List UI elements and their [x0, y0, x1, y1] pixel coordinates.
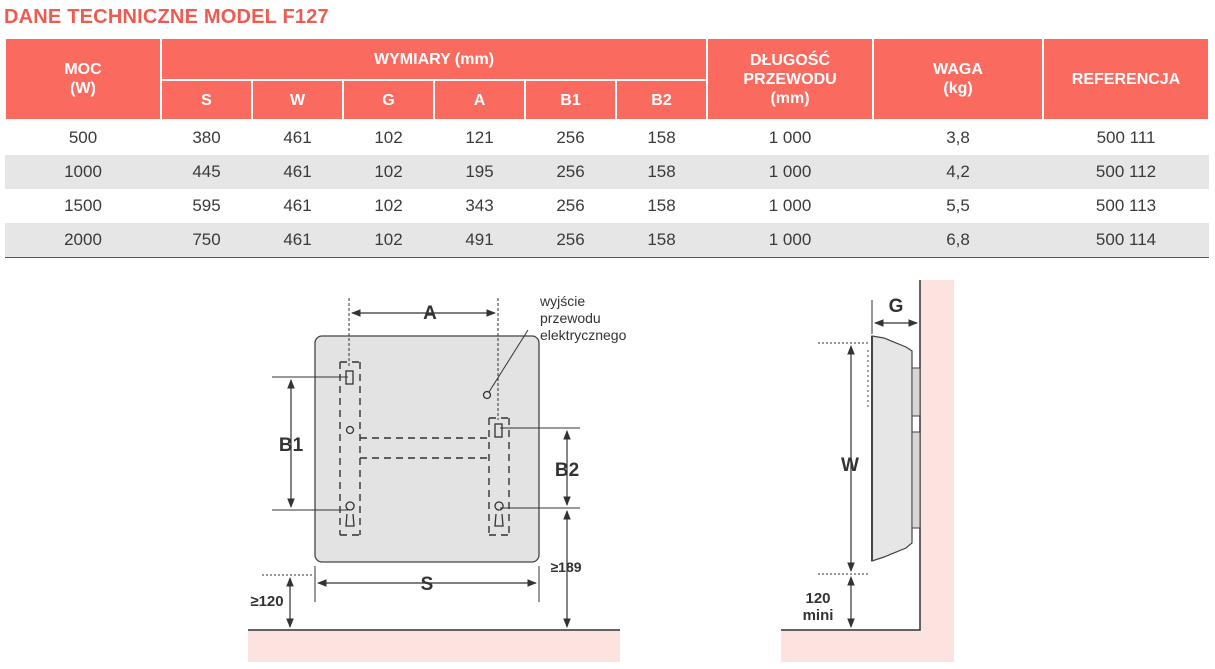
table-cell: 102 [343, 223, 434, 258]
floor [248, 630, 620, 662]
table-cell: 3,8 [946, 128, 970, 147]
table-cell: 158 [616, 155, 708, 189]
table-cell: 1500 [64, 196, 102, 215]
table-cell: 500 112 [1043, 155, 1210, 189]
table-cell: 102 [374, 196, 403, 215]
table-cell: 461 [283, 196, 312, 215]
keyhole [494, 501, 504, 527]
header-dim-a: A [433, 79, 526, 121]
table-cell: 1 000 [768, 128, 812, 147]
table-cell: 121 [465, 128, 494, 147]
cable-note-line1: wyjście [539, 293, 585, 309]
table-cell: 595 [192, 196, 221, 215]
label-side-clearance: ≥189 [550, 559, 581, 575]
front-view: A B1 B2 S ≥120 ≥189 wyjście przewodu ele… [248, 293, 627, 662]
table-cell: 102 [343, 155, 434, 189]
table-cell: 158 [616, 223, 708, 258]
table-cell: 461 [252, 155, 343, 189]
table-cell: 500 113 [1095, 196, 1157, 215]
header-dim-b2: B2 [614, 79, 709, 121]
cable-note-line2: przewodu [540, 310, 601, 326]
table-cell: 158 [647, 196, 676, 215]
header-wymiary: WYMIARY (mm) [159, 37, 709, 81]
table-cell: 500 114 [1043, 223, 1210, 258]
wall [920, 280, 954, 662]
header-dim-w: W [251, 79, 344, 121]
header-dlugosc: DŁUGOŚĆ PRZEWODU (mm) [706, 37, 875, 121]
table-cell: 500 111 [1096, 128, 1156, 147]
heater-profile [867, 335, 921, 562]
cable-outlet-dot [482, 390, 492, 400]
table-cell: 256 [556, 196, 585, 215]
table-cell: 1000 [5, 155, 161, 189]
table-cell: 750 [161, 223, 252, 258]
table-cell: 1 000 [707, 223, 874, 258]
page-title: DANE TECHNICZNE MODEL F127 [4, 6, 329, 28]
table-cell: 256 [525, 155, 616, 189]
heater-panel [314, 335, 540, 563]
label-b2: B2 [555, 460, 579, 481]
table-cell: 6,8 [873, 223, 1044, 258]
table-cell: 1 000 [707, 155, 874, 189]
label-b1: B1 [279, 435, 304, 456]
header-referencja: REFERENCJA [1042, 37, 1211, 121]
label-w: W [841, 455, 859, 476]
table-cell: 500 [68, 128, 98, 147]
table-row: 2000 750 461 102 491 256 158 1 000 6,8 5… [5, 223, 1210, 258]
header-dim-s: S [160, 79, 253, 121]
table-cell: 2000 [5, 223, 161, 258]
table-row: 1500 595 461 102 343 256 158 1 000 5,5 5… [5, 189, 1209, 223]
label-floor-clearance: ≥120 [250, 593, 283, 610]
table-cell: 195 [434, 155, 525, 189]
table-cell: 445 [161, 155, 252, 189]
label-g: G [889, 296, 904, 317]
label-a: A [423, 303, 437, 324]
table-cell: 461 [283, 128, 312, 147]
table-cell: 380 [192, 128, 221, 147]
header-dim-g: G [342, 79, 435, 121]
table-cell: 461 [252, 223, 343, 258]
table-cell: 256 [525, 223, 616, 258]
side-view: G W 120 mini [781, 280, 954, 662]
table-cell: 5,5 [946, 196, 970, 215]
header-dim-b1: B1 [524, 79, 617, 121]
table-cell: 4,2 [873, 155, 1044, 189]
keyhole [345, 501, 355, 527]
table-cell: 158 [647, 128, 676, 147]
header-waga: WAGA (kg) [872, 37, 1045, 121]
header-moc: MOC (W) [4, 37, 162, 121]
cable-note-line3: elektrycznego [540, 327, 627, 343]
table-cell: 102 [374, 128, 403, 147]
floor [781, 630, 954, 662]
mounting-bracket [339, 361, 510, 536]
table-cell: 1 000 [768, 196, 812, 215]
label-min-line2: mini [803, 607, 834, 624]
table-row: 500 380 461 102 121 256 158 1 000 3,8 50… [5, 120, 1209, 155]
table-cell: 256 [556, 128, 585, 147]
table-row: 1000 445 461 102 195 256 158 1 000 4,2 5… [5, 155, 1210, 189]
label-min-line1: 120 [805, 590, 830, 607]
label-s: S [421, 574, 434, 595]
table-cell: 343 [465, 196, 494, 215]
table-cell: 491 [434, 223, 525, 258]
spec-table: MOC (W) WYMIARY (mm) DŁUGOŚĆ PRZEWODU (m… [4, 37, 1211, 258]
